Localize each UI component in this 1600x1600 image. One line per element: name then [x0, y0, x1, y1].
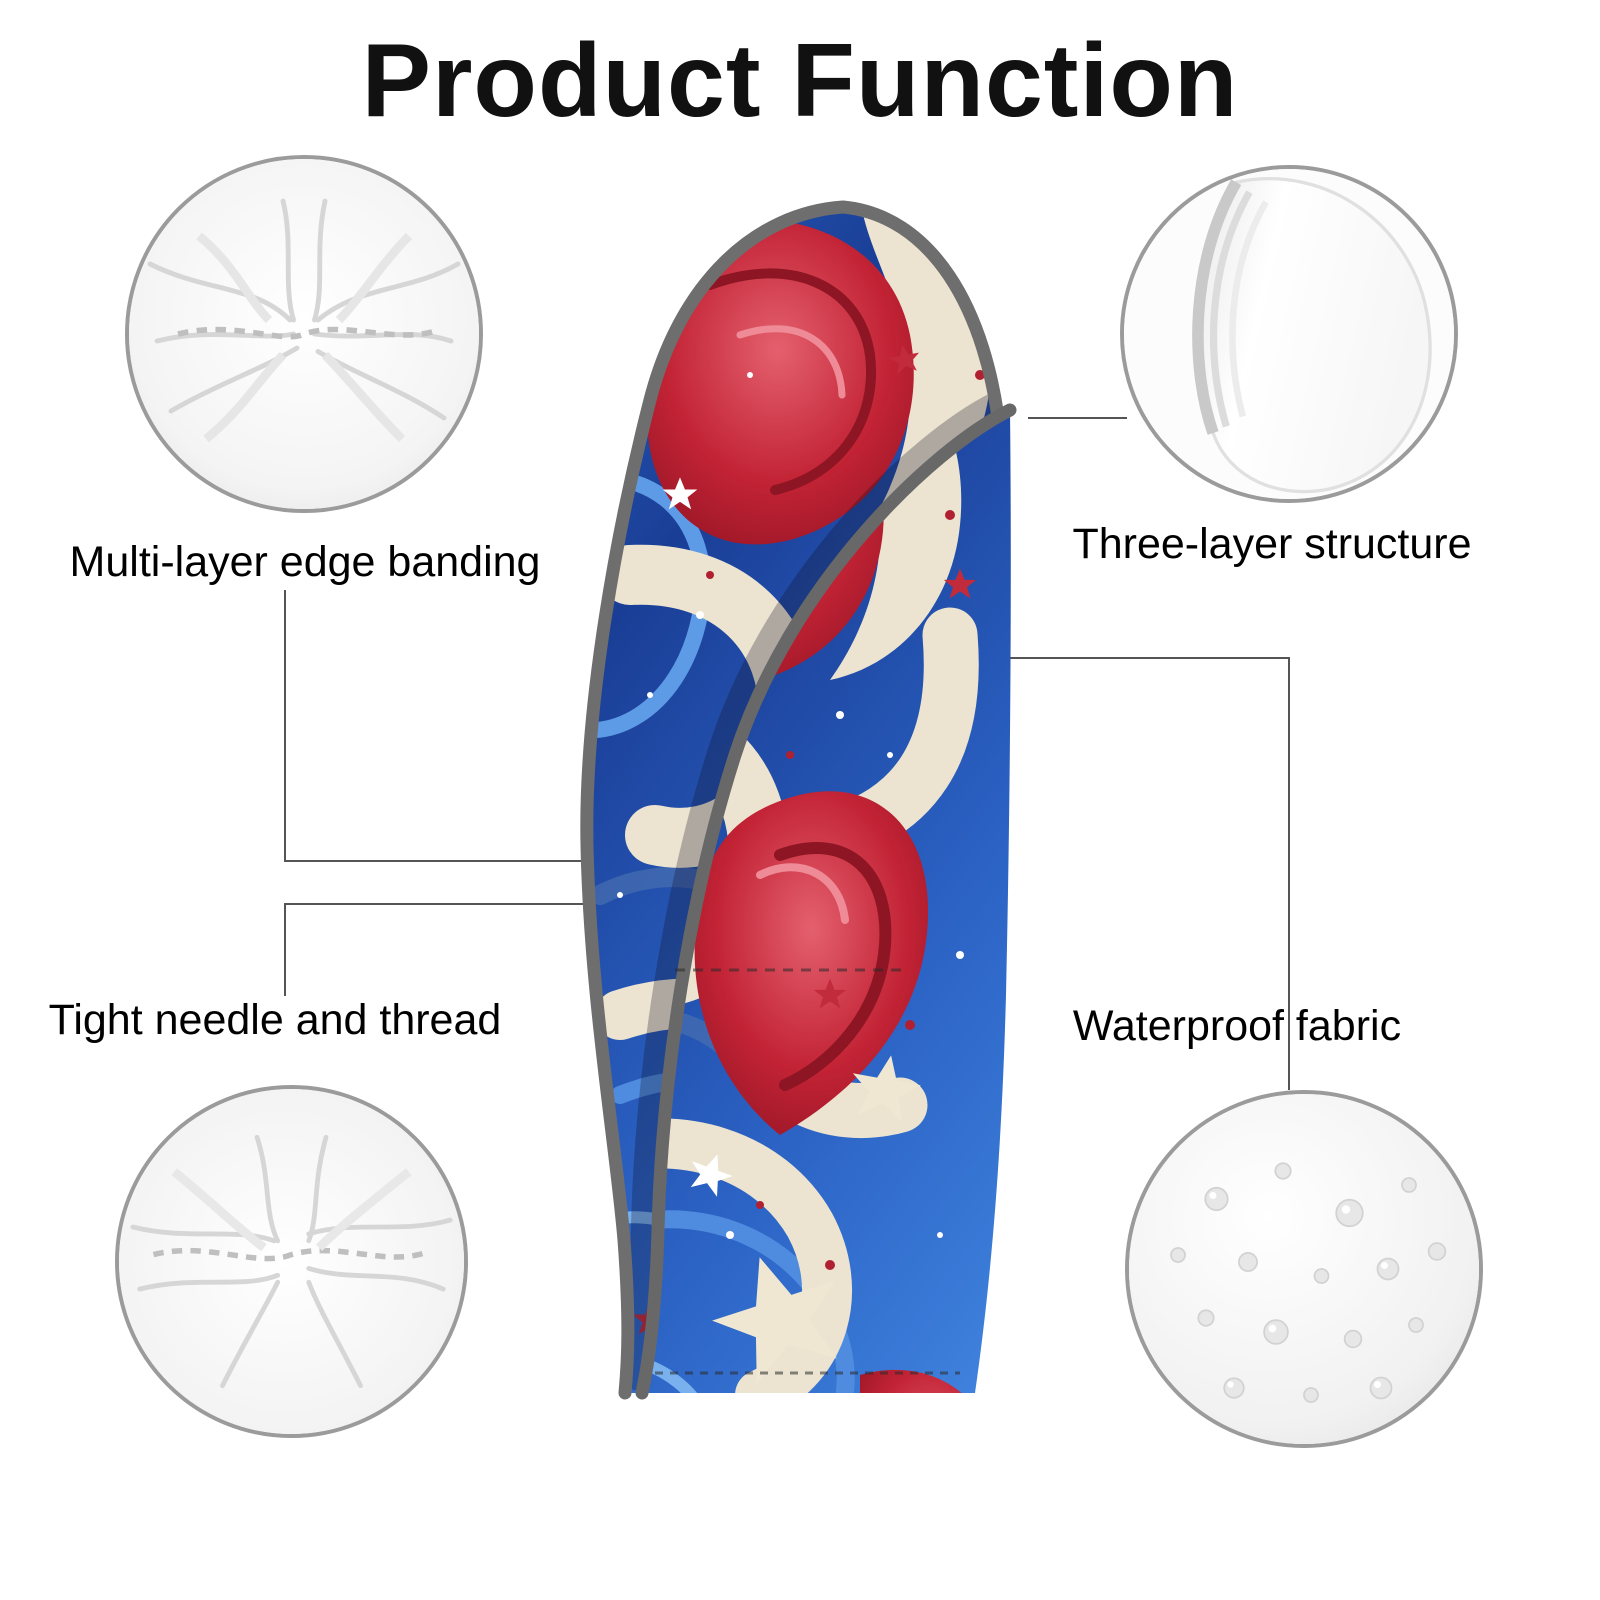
connector-line-three-layer-horizontal	[1028, 417, 1127, 419]
headcover-back-panel	[560, 195, 1003, 1405]
connector-line-needle-thread-horizontal	[284, 903, 659, 905]
connector-line-waterproof-horizontal	[975, 657, 1289, 659]
page-title: Product Function	[361, 23, 1239, 139]
connector-line-needle-thread-vertical	[284, 903, 286, 996]
label-edge-banding: Multi-layer edge banding	[69, 538, 541, 586]
label-three-layer: Three-layer structure	[1072, 520, 1472, 568]
connector-line-waterproof-vertical	[1288, 657, 1290, 1090]
callout-circle-three-layer	[1120, 165, 1458, 503]
connector-line-edge-banding-vertical	[284, 590, 286, 860]
edge-banding	[580, 200, 1008, 1400]
callout-circle-needle-thread	[115, 1085, 468, 1438]
label-needle-thread: Tight needle and thread	[48, 996, 502, 1044]
three-layer-photo	[1124, 169, 1454, 499]
leather-stitch-photo	[129, 159, 479, 509]
leather-stitch-photo	[119, 1089, 464, 1434]
flap-edge-banding	[635, 403, 1017, 1400]
callout-circle-edge-banding	[125, 155, 483, 513]
connector-line-edge-banding-horizontal	[284, 860, 619, 862]
label-waterproof: Waterproof fabric	[1072, 1002, 1402, 1050]
waterproof-photo	[1129, 1094, 1479, 1444]
callout-circle-waterproof	[1125, 1090, 1483, 1448]
product-photo	[560, 195, 1017, 1405]
stitch-lines	[655, 968, 960, 1375]
